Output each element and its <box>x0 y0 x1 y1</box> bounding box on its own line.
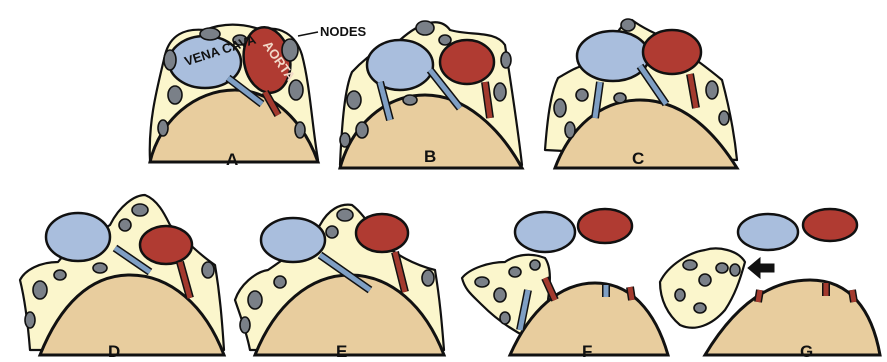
vena-cava <box>46 213 110 261</box>
panel-label-f: F <box>582 342 592 361</box>
panel-label-b: B <box>424 147 436 166</box>
vena-cava <box>367 40 433 90</box>
ligated-vessel-stump <box>630 287 632 300</box>
panel-f: F <box>462 209 668 361</box>
vena-cava <box>261 218 325 262</box>
nodes-leader-line <box>298 32 318 36</box>
vena-cava <box>738 214 798 250</box>
left-arrow-icon <box>748 258 774 278</box>
panel-c: C <box>545 19 737 168</box>
panel-g: G <box>660 209 880 361</box>
ligated-vessel-stump <box>758 290 760 302</box>
panel-e: E <box>235 205 444 361</box>
panel-a: VENA CAVA AORTA NODES A <box>150 24 367 169</box>
aorta <box>356 214 408 252</box>
vena-cava <box>577 31 649 81</box>
nodes-label: NODES <box>320 24 367 39</box>
panel-label-c: C <box>632 149 644 168</box>
panel-label-d: D <box>108 342 120 361</box>
aorta <box>578 209 632 243</box>
panel-label-g: G <box>800 342 813 361</box>
panel-b: B <box>340 21 522 168</box>
aorta <box>643 30 701 74</box>
panel-d: D <box>20 195 224 361</box>
aorta <box>803 209 857 241</box>
vena-cava <box>515 212 575 252</box>
panel-label-a: A <box>226 150 238 169</box>
aorta <box>440 40 494 84</box>
ligated-vessel-stump <box>852 290 854 302</box>
panel-label-e: E <box>336 342 347 361</box>
aorta <box>140 226 192 264</box>
